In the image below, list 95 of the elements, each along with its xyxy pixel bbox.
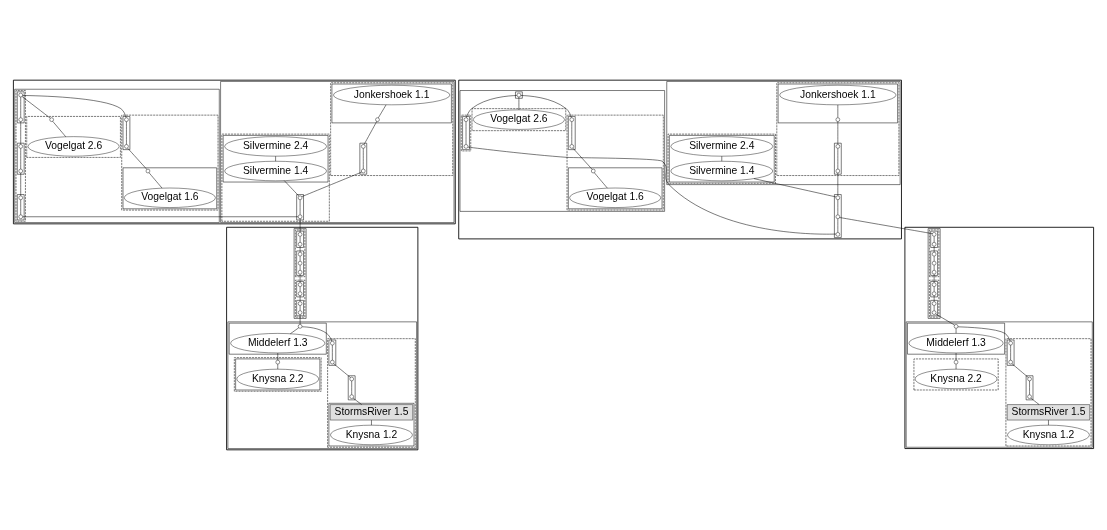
node-ellipse: Silvermine 1.4 [670, 161, 773, 182]
node-circle [18, 117, 23, 122]
node-ellipse: Vogelgat 2.6 [27, 136, 120, 157]
node-circle [361, 168, 366, 174]
node-circle [835, 195, 840, 200]
connector [933, 274, 935, 283]
node-circle [931, 252, 937, 257]
node-circle [569, 117, 574, 122]
node-ellipse: Silvermine 2.4 [670, 136, 773, 157]
node-circle [569, 144, 574, 149]
node-circle [330, 360, 335, 365]
node-circle [1027, 394, 1032, 399]
node-circle [835, 117, 840, 122]
node-circle [297, 232, 303, 237]
connector [299, 246, 301, 253]
node-circle [18, 92, 23, 98]
connector [352, 397, 362, 405]
connector [957, 326, 1011, 342]
node-circle [953, 324, 959, 329]
node-ellipse: Knysna 1.2 [1007, 424, 1090, 445]
connector [466, 95, 518, 118]
node-circle [1008, 341, 1013, 346]
node-circle [375, 117, 380, 122]
node-circle [361, 144, 366, 149]
node-circle [18, 195, 23, 200]
node-circle [18, 144, 23, 149]
node-ellipse: Middelerf 1.3 [230, 333, 326, 354]
node-circle [297, 252, 303, 257]
node-box: StormsRiver 1.5 [1007, 404, 1090, 421]
node-circle [297, 310, 303, 315]
node-circle [931, 301, 937, 306]
node-circle [349, 394, 354, 399]
connector [837, 172, 839, 196]
node-circle [297, 301, 303, 306]
connector [753, 178, 837, 198]
node-circle [931, 282, 937, 287]
node-circle [835, 214, 840, 219]
node-circle [18, 214, 23, 219]
connector [284, 180, 300, 197]
node-ellipse: Vogelgat 1.6 [124, 187, 216, 208]
node-ellipse: Knysna 2.2 [236, 368, 319, 389]
node-circle [124, 117, 129, 122]
connector [520, 95, 572, 118]
node-circle [297, 242, 303, 247]
node-circle [297, 291, 303, 296]
node-circle [49, 117, 54, 122]
node-circle [931, 310, 937, 315]
node-ellipse: Knysna 2.2 [914, 368, 998, 389]
connector [467, 146, 837, 235]
node-circle [145, 168, 151, 174]
node-circle [349, 376, 354, 382]
node-ellipse: Silvermine 2.4 [224, 136, 327, 157]
connector [22, 95, 127, 118]
node-circle [297, 195, 303, 200]
node-circle [18, 168, 23, 174]
node-circle [835, 144, 840, 149]
connector [299, 218, 301, 233]
node-circle [931, 261, 937, 266]
connector [839, 217, 933, 234]
node-circle [275, 360, 280, 365]
connector [277, 352, 278, 361]
node-ellipse: Middelerf 1.3 [908, 333, 1004, 354]
node-ellipse: Jonkershoek 1.1 [333, 85, 451, 106]
node-circle [297, 261, 303, 266]
node-circle [297, 214, 303, 219]
connector [933, 246, 935, 253]
node-circle [835, 232, 840, 237]
node-circle [591, 168, 596, 174]
node-circle [297, 270, 303, 275]
node-circle [297, 324, 303, 329]
connector [22, 216, 299, 217]
node-circle [463, 117, 469, 122]
node-circle [931, 232, 937, 237]
node-circle [463, 144, 469, 149]
connector [935, 313, 955, 326]
node-circle [835, 168, 840, 174]
node-circle [1027, 376, 1032, 382]
connector [572, 147, 593, 170]
node-circle [330, 341, 335, 346]
connector [1030, 397, 1040, 405]
connector [301, 171, 362, 197]
node-ellipse: Silvermine 1.4 [224, 161, 327, 182]
node-ellipse: Vogelgat 1.6 [569, 187, 661, 208]
node-circle [953, 360, 959, 365]
node-ellipse: Knysna 1.2 [330, 424, 413, 445]
node-circle [297, 282, 303, 287]
connector [21, 96, 51, 119]
node-box: StormsRiver 1.5 [330, 404, 413, 421]
node-ellipse: Jonkershoek 1.1 [779, 85, 897, 106]
connector [20, 172, 21, 196]
node-circle [1008, 360, 1013, 365]
node-circle [931, 270, 937, 275]
node-circle [931, 291, 937, 296]
node-circle [931, 242, 937, 247]
node-circle [124, 144, 129, 149]
